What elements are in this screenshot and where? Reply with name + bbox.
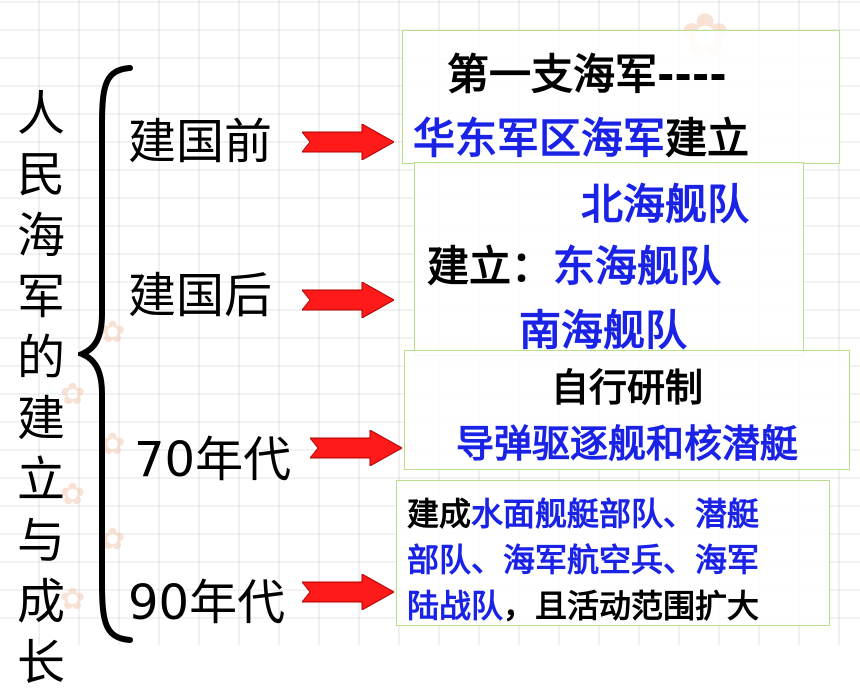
title-char: 的 [16, 330, 65, 386]
box-self-developed: 自行研制 导弹驱逐舰和核潜艇 [404, 350, 850, 470]
title-char: 建 [16, 391, 65, 447]
fleet-north: 北海舰队 [581, 180, 750, 229]
title-char: 立 [16, 452, 65, 508]
seal-watermark-2: ✿ [60, 377, 86, 412]
box1-line2: 华东军区海军建立 [413, 105, 749, 166]
arrow-icon-after-founding [302, 282, 394, 318]
box2-prefix: 建立： [427, 242, 554, 291]
title-char: 军 [16, 269, 65, 325]
box4-line1: 建成水面舰艇部队、潜艇 [407, 489, 759, 535]
title-char: 海 [16, 208, 65, 264]
curly-brace [78, 65, 133, 643]
box4-line3: 陆战队，且活动范围扩大 [407, 581, 759, 627]
box3-line2: 导弹驱逐舰和核潜艇 [455, 422, 798, 466]
box-first-navy: 第一支海军---- 华东军区海军建立 [402, 30, 840, 164]
era-label-70s: 70年代 [134, 432, 292, 488]
title-char: 民 [16, 147, 65, 203]
box2-line2: 建立：东海舰队 [427, 233, 721, 294]
title-char: 人 [16, 86, 65, 142]
box1-line1: 第一支海军---- [447, 50, 727, 99]
box4-l1-black: 建成 [407, 495, 472, 533]
box-fleets: 北海舰队 建立：东海舰队 南海舰队 [414, 162, 804, 356]
era-label-90s: 90年代 [128, 575, 286, 631]
seal-watermark-6: ✿ [60, 582, 86, 617]
fleet-east: 东海舰队 [553, 242, 722, 291]
seal-watermark-4: ✿ [60, 477, 86, 512]
title-char: 成 [16, 574, 65, 630]
era-label-after-founding: 建国后 [128, 268, 273, 324]
box4-l3-black: ，且活动范围扩大 [503, 587, 760, 625]
box1-line2-black: 建立 [665, 114, 750, 163]
era-label-before-founding: 建国前 [128, 114, 273, 170]
arrow-icon-90s [302, 574, 394, 610]
vertical-title: 人 民 海 军 的 建 立 与 成 长 [14, 84, 68, 694]
box-built-forces: 建成水面舰艇部队、潜艇 部队、海军航空兵、海军 陆战队，且活动范围扩大 [396, 480, 830, 626]
box3-line1: 自行研制 [550, 366, 703, 410]
arrow-icon-before-founding [302, 124, 394, 160]
box4-line2: 部队、海军航空兵、海军 [407, 541, 760, 579]
title-char: 与 [16, 513, 65, 569]
title-char: 长 [16, 635, 65, 691]
fleet-south: 南海舰队 [519, 306, 688, 355]
box4-l3-blue: 陆战队 [407, 587, 504, 625]
arrow-icon-70s [310, 430, 402, 466]
box4-l1-blue: 水面舰艇部队、潜艇 [471, 495, 760, 533]
box1-line2-blue: 华东军区海军 [413, 114, 666, 163]
